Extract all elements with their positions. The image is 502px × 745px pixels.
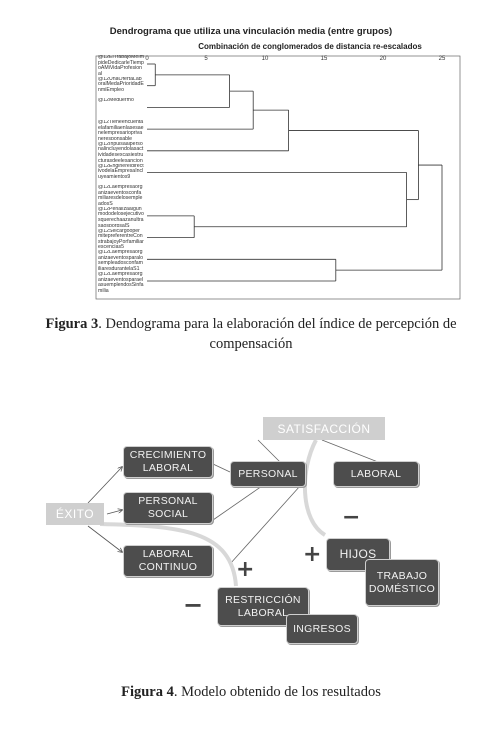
dendrogram-leaf-label: @12UnaOfertaLaboralMedaPrioridadEnmiEmpl…	[98, 76, 144, 93]
figure3-caption-text: . Dendograma para la elaboración del índ…	[98, 316, 457, 352]
node-personal-social: PERSONAL SOCIAL	[123, 492, 213, 524]
figure3-caption: Figura 3. Dendograma para la elaboración…	[20, 314, 482, 354]
curve-satisfaccion-hijos	[302, 439, 327, 537]
node-trabajo-domestico: TRABAJO DOMÉSTICO	[365, 559, 439, 606]
x-tick-label: 20	[380, 56, 387, 62]
dendrogram-leaf-label: @12Inpulsaalpersonalincluyendolasactivid…	[98, 141, 144, 162]
x-tick-label: 25	[439, 56, 446, 62]
minus-sign-restriccion: −	[183, 591, 204, 619]
plus-sign-hijos: +	[303, 542, 322, 567]
x-tick-label: 5	[204, 56, 208, 62]
x-tick-label: 10	[262, 56, 269, 62]
link-satisfaccion-laboral	[321, 439, 379, 463]
minus-sign-laboral: −	[342, 505, 361, 530]
node-ingresos: INGRESOS	[286, 614, 358, 644]
link-crecimiento-personal	[212, 463, 231, 473]
dendrogram-leaf-label: @12Laempresaorganizaeventosconfamiliares…	[98, 185, 143, 206]
x-tick-label: 0	[145, 56, 149, 62]
node-exito: ÉXITO	[46, 503, 104, 525]
plus-sign-restriccion: +	[236, 557, 255, 582]
dendrogram-leaf-label: @12EnginereldirectivodelaEmpresaIncluyea…	[98, 163, 144, 180]
arrow-exito-laboral-continuo	[87, 525, 122, 552]
figure3-caption-label: Figura 3	[45, 316, 99, 332]
link-satisfaccion-personal	[257, 439, 281, 463]
dendrogram-links	[147, 63, 443, 282]
figure4-caption-label: Figura 4	[121, 684, 174, 700]
node-satisfaccion: SATISFACCIÓN	[263, 417, 385, 440]
dendrogram-ticks: 0 5 10 15 20 25	[145, 56, 446, 62]
x-tick-label: 15	[321, 56, 328, 62]
link-continuo-personal	[229, 485, 301, 565]
dendrogram-leaf-label: @12Penalizaalgunmododelosejecutivosquere…	[98, 206, 144, 227]
figure4-caption: Figura 4. Modelo obtenido de los resulta…	[20, 682, 482, 702]
dendrogram-leaf-label: @12SelcargoopermitepreferentreConstrabaj…	[98, 228, 144, 249]
node-crecimiento-laboral: CRECIMIENTO LABORAL	[123, 446, 213, 478]
arrow-exito-personal-social	[106, 510, 122, 515]
model-connectors	[87, 439, 379, 587]
node-personal: PERSONAL	[230, 461, 306, 487]
dendrogram-leaf-label: @12Laempresaorganizaeventosparalosemplea…	[98, 250, 143, 271]
link-personalsocial-personal	[212, 485, 263, 521]
dendrogram-frame	[95, 55, 461, 300]
node-laboral-continuo: LABORAL CONTINUO	[123, 545, 213, 577]
arrow-exito-crecimiento	[87, 467, 122, 504]
dendrogram-leaf-label: @12Laempresaorganizaeventosparaelasuempl…	[98, 272, 144, 292]
figure4-caption-text: . Modelo obtenido de los resultados	[173, 684, 381, 700]
dendrogram-title: Dendrograma que utiliza una vinculación …	[109, 26, 393, 37]
dendrogram-chart: 0 5 10 15 20 25	[95, 55, 461, 300]
dendrogram-leaf-label: @12Meduermo	[98, 98, 134, 104]
dendrogram-leaf-label: @12ElTrabajoMeImpideDedicarleTiempoAMiVi…	[98, 55, 144, 75]
node-laboral: LABORAL	[333, 461, 419, 487]
dendrogram-leaf-label: @12Tieneencuentaelafamiliaenlasesaenelem…	[98, 120, 144, 141]
curve-exito-restriccion	[99, 522, 238, 587]
dendrogram-axis-label: Combinación de conglomerados de distanci…	[198, 42, 422, 51]
